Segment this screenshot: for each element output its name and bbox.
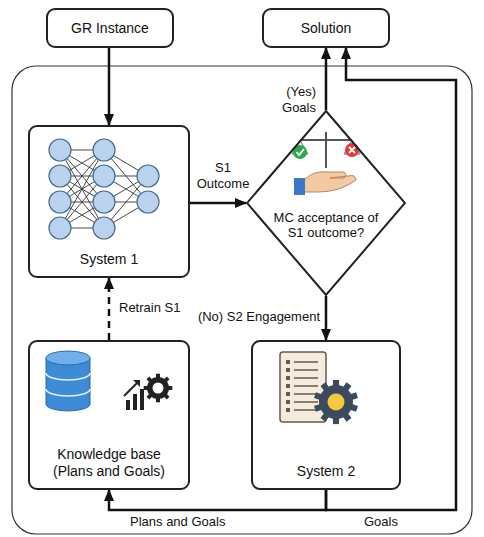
- input-box: GR Instance: [46, 8, 174, 48]
- node-label: System 2: [257, 463, 395, 480]
- flow-arrow: [109, 490, 326, 510]
- flow-arrow: [325, 48, 328, 110]
- edge-label: (No) S2 Engagement: [190, 309, 322, 325]
- node-label: System 1: [34, 251, 184, 268]
- process-box: System 1: [28, 125, 190, 278]
- flow-arrow: [326, 48, 456, 510]
- system-container: [12, 66, 472, 534]
- output-box: Solution: [262, 8, 390, 48]
- flow-arrow: [190, 202, 246, 205]
- edge-label: S1 Outcome: [192, 160, 254, 192]
- node-label: MC acceptance of S1 outcome?: [273, 210, 379, 240]
- node-label: Solution: [264, 20, 388, 37]
- flow-arrow: [108, 48, 111, 125]
- edge-label: (Yes) Goals: [264, 84, 318, 116]
- node-label: Knowledge base (Plans and Goals): [44, 446, 174, 480]
- storage-box: Knowledge base (Plans and Goals): [28, 340, 190, 490]
- dashed-arrow: [108, 278, 111, 340]
- rules-document-icon: [280, 352, 358, 424]
- database-icon: [46, 351, 90, 411]
- edge-label: Plans and Goals: [128, 514, 227, 530]
- edge-label: Retrain S1: [117, 300, 182, 316]
- gear-growth-icon: [124, 374, 172, 410]
- process-box: System 2: [251, 340, 401, 490]
- diamond-outline: [246, 110, 406, 296]
- neural-network-icon: [49, 139, 159, 239]
- balance-icon: [292, 132, 360, 195]
- decision-diamond: MC acceptance of S1 outcome?: [246, 110, 406, 296]
- flow-arrow: [325, 296, 328, 340]
- node-label: GR Instance: [48, 20, 172, 37]
- edge-label: Goals: [362, 514, 400, 530]
